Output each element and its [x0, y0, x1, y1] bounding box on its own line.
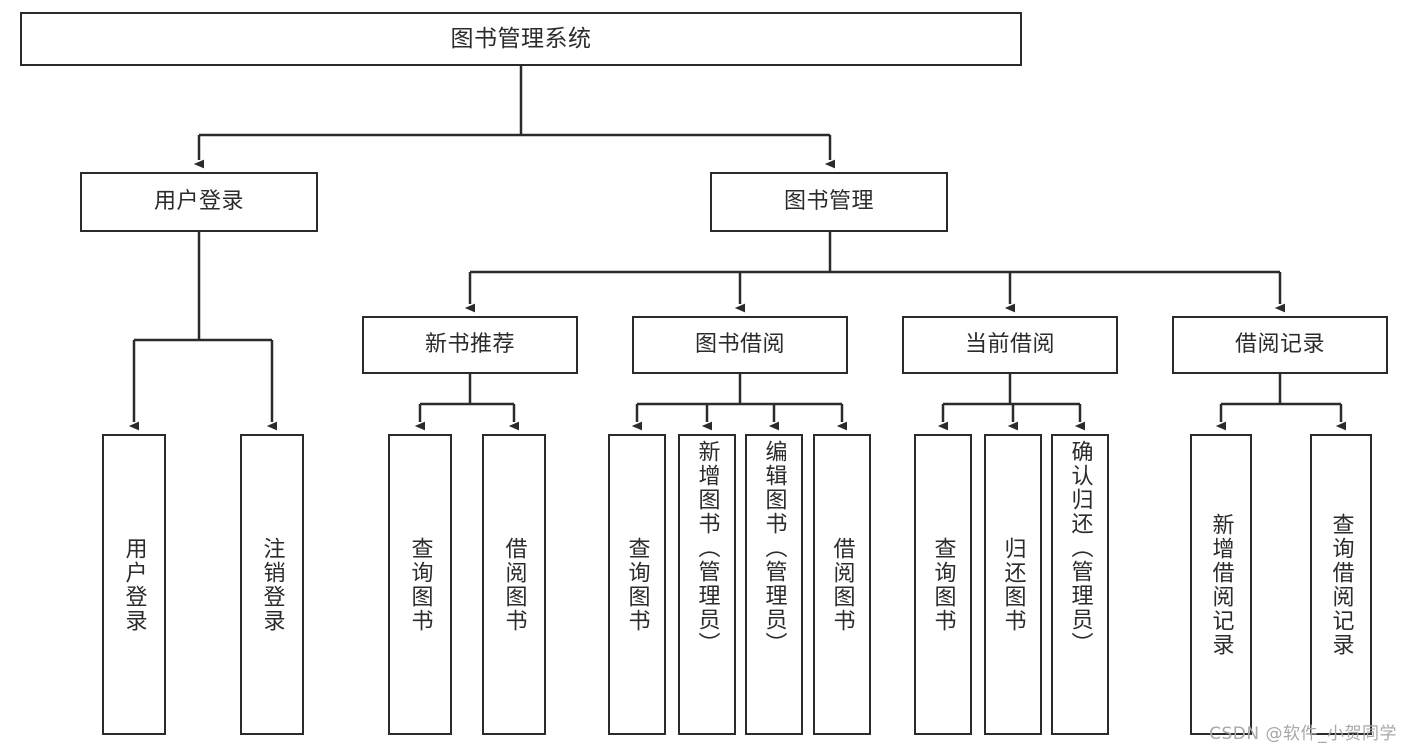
leaf-add-borrow-record-label: 新增借阅记录: [1208, 512, 1234, 657]
node-book-management-label: 图书管理: [783, 189, 874, 215]
leaf-borrow-book-newbook-wrap: 借阅图书: [484, 436, 544, 733]
node-borrow-records[interactable]: 借阅记录: [1172, 316, 1388, 374]
node-user-login[interactable]: 用户登录: [80, 172, 318, 232]
leaf-query-book-current-label: 查询图书: [930, 536, 956, 633]
leaf-confirm-return-admin[interactable]: 确认归还（管理员）: [1051, 434, 1109, 735]
node-borrow-records-label: 借阅记录: [1234, 332, 1325, 358]
node-root[interactable]: 图书管理系统: [20, 12, 1022, 66]
leaf-return-book[interactable]: 归还图书: [984, 434, 1042, 735]
leaf-add-book-admin-wrap: 新增图书（管理员）: [680, 436, 734, 733]
leaf-return-book-wrap: 归还图书: [986, 436, 1040, 733]
leaf-borrow-book-newbook-label: 借阅图书: [501, 536, 527, 633]
leaf-user-login-label: 用户登录: [121, 536, 147, 633]
node-current-borrow-label: 当前借阅: [964, 332, 1055, 358]
leaf-query-book-borrow-label: 查询图书: [624, 536, 650, 633]
node-book-borrow[interactable]: 图书借阅: [632, 316, 848, 374]
leaf-borrow-book-label: 借阅图书: [829, 536, 855, 633]
leaf-borrow-book[interactable]: 借阅图书: [813, 434, 871, 735]
leaf-add-borrow-record[interactable]: 新增借阅记录: [1190, 434, 1252, 735]
leaf-user-login-wrap: 用户登录: [104, 436, 164, 733]
node-new-book-recommend[interactable]: 新书推荐: [362, 316, 578, 374]
leaf-return-book-label: 归还图书: [1000, 536, 1026, 633]
leaf-logout-label: 注销登录: [259, 536, 285, 633]
node-user-login-label: 用户登录: [153, 189, 244, 215]
leaf-query-book-current-wrap: 查询图书: [916, 436, 970, 733]
leaf-edit-book-admin-label: 编辑图书（管理员）: [761, 440, 787, 656]
csdn-watermark: CSDN @软件_小贺同学: [1209, 724, 1397, 744]
leaf-query-borrow-record-label: 查询借阅记录: [1328, 512, 1354, 657]
leaf-borrow-book-wrap: 借阅图书: [815, 436, 869, 733]
leaf-confirm-return-admin-label: 确认归还（管理员）: [1067, 440, 1093, 656]
leaf-query-book-newbook[interactable]: 查询图书: [388, 434, 452, 735]
leaf-add-book-admin[interactable]: 新增图书（管理员）: [678, 434, 736, 735]
leaf-add-borrow-record-wrap: 新增借阅记录: [1192, 436, 1250, 733]
leaf-query-borrow-record[interactable]: 查询借阅记录: [1310, 434, 1372, 735]
leaf-logout[interactable]: 注销登录: [240, 434, 304, 735]
leaf-edit-book-admin-wrap: 编辑图书（管理员）: [747, 436, 801, 733]
node-book-borrow-label: 图书借阅: [694, 332, 785, 358]
leaf-query-book-current[interactable]: 查询图书: [914, 434, 972, 735]
leaf-query-borrow-record-wrap: 查询借阅记录: [1312, 436, 1370, 733]
leaf-query-book-borrow[interactable]: 查询图书: [608, 434, 666, 735]
node-current-borrow[interactable]: 当前借阅: [902, 316, 1118, 374]
leaf-confirm-return-admin-wrap: 确认归还（管理员）: [1053, 436, 1107, 733]
leaf-user-login[interactable]: 用户登录: [102, 434, 166, 735]
leaf-query-book-borrow-wrap: 查询图书: [610, 436, 664, 733]
leaf-add-book-admin-label: 新增图书（管理员）: [694, 440, 720, 656]
leaf-query-book-newbook-label: 查询图书: [407, 536, 433, 633]
node-root-label: 图书管理系统: [450, 25, 592, 52]
leaf-logout-wrap: 注销登录: [242, 436, 302, 733]
leaf-borrow-book-newbook[interactable]: 借阅图书: [482, 434, 546, 735]
node-book-management[interactable]: 图书管理: [710, 172, 948, 232]
leaf-edit-book-admin[interactable]: 编辑图书（管理员）: [745, 434, 803, 735]
node-new-book-recommend-label: 新书推荐: [424, 332, 515, 358]
leaf-query-book-newbook-wrap: 查询图书: [390, 436, 450, 733]
